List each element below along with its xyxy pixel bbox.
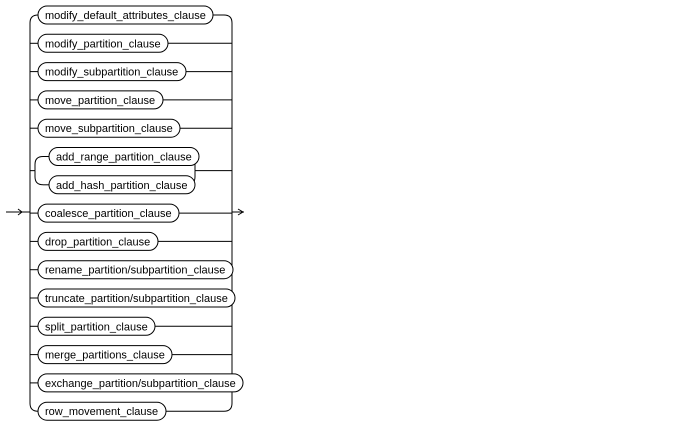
clause-label: add_range_partition_clause [56, 152, 192, 164]
entry-arrow-icon [17, 208, 23, 216]
clause-box: modify_partition_clause [37, 33, 169, 53]
clause-label: move_subpartition_clause [45, 123, 173, 135]
right-rail-lower [223, 212, 233, 412]
clause-box: exchange_partition/subpartition_clause [37, 373, 244, 393]
clause-box: move_subpartition_clause [37, 118, 181, 138]
clause-label: modify_subpartition_clause [45, 67, 178, 79]
clause-label: add_hash_partition_clause [56, 180, 188, 192]
clause-box: split_partition_clause [37, 316, 156, 336]
clause-label: exchange_partition/subpartition_clause [45, 378, 236, 390]
clause-box: move_partition_clause [37, 90, 164, 110]
clause-label: modify_default_attributes_clause [45, 10, 206, 22]
group-clause-box: add_hash_partition_clause [48, 175, 196, 195]
clause-box: row_movement_clause [37, 401, 167, 421]
group-clause-box: add_range_partition_clause [48, 147, 200, 166]
left-rail-upper [29, 14, 39, 212]
left-rail-lower [29, 212, 39, 412]
clause-box: coalesce_partition_clause [37, 203, 180, 223]
clause-label: drop_partition_clause [45, 236, 150, 248]
clause-label: coalesce_partition_clause [45, 208, 172, 220]
clause-label: truncate_partition/subpartition_clause [45, 293, 228, 305]
clause-label: move_partition_clause [45, 95, 155, 107]
clause-label: merge_partitions_clause [45, 350, 165, 362]
clause-box: drop_partition_clause [37, 231, 159, 251]
clause-box: modify_default_attributes_clause [37, 5, 214, 25]
right-rail-upper [223, 14, 233, 212]
clause-label: modify_partition_clause [45, 38, 161, 50]
diagram-clauses: modify_default_attributes_clause modify_p… [37, 5, 244, 421]
clause-box: rename_partition/subpartition_clause [37, 260, 234, 280]
clause-box: modify_subpartition_clause [37, 62, 187, 82]
clause-label: split_partition_clause [45, 321, 148, 333]
clause-box: merge_partitions_clause [37, 345, 173, 365]
clause-box: truncate_partition/subpartition_clause [37, 288, 236, 308]
clause-label: rename_partition/subpartition_clause [45, 265, 225, 277]
clause-label: row_movement_clause [45, 406, 158, 418]
exit-arrow-icon [237, 208, 244, 216]
